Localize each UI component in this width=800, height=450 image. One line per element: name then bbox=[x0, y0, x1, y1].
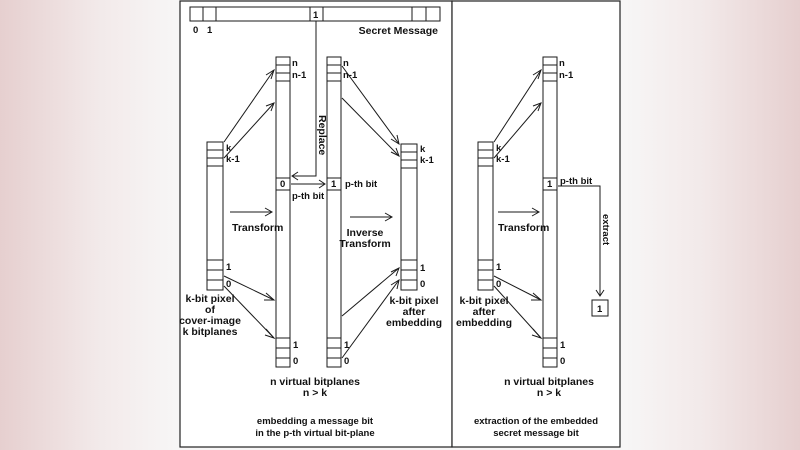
virtual-label-n: n bbox=[292, 58, 298, 69]
secret-message-bar: 1 0 1 Secret Message bbox=[189, 6, 441, 37]
result-label-k-1: k-1 bbox=[420, 155, 434, 166]
stego-label-k: k bbox=[496, 143, 502, 154]
secret-bit-value: 1 bbox=[313, 10, 319, 21]
embedded-label-n: n bbox=[343, 58, 349, 69]
extract-virtual-label-n-1: n-1 bbox=[559, 70, 574, 81]
svg-text:k-bit pixel: k-bit pixel bbox=[459, 295, 508, 307]
stego-label-k-1: k-1 bbox=[496, 154, 510, 165]
embedding-virtual-caption-2: n > k bbox=[303, 387, 327, 399]
virtual-label-n-1: n-1 bbox=[292, 70, 307, 81]
extraction-arrows bbox=[493, 68, 605, 340]
result-label-1: 1 bbox=[420, 263, 426, 274]
extraction-virtual-caption-1: n virtual bitplanes bbox=[504, 376, 594, 388]
svg-text:k bitplanes: k bitplanes bbox=[183, 326, 238, 338]
result-label-0: 0 bbox=[420, 279, 425, 290]
svg-text:embedding: embedding bbox=[456, 317, 512, 329]
secret-message-label: Secret Message bbox=[359, 25, 439, 37]
embedding-virtual-caption-1: n virtual bitplanes bbox=[270, 376, 360, 388]
svg-text:after: after bbox=[403, 306, 426, 318]
transform-label-extraction: Transform bbox=[498, 222, 549, 234]
stego-label-1: 1 bbox=[496, 262, 502, 273]
result-label-k: k bbox=[420, 144, 426, 155]
extract-p-bit-value: 1 bbox=[547, 179, 553, 190]
embedding-arrows bbox=[223, 21, 400, 359]
svg-text:cover-image: cover-image bbox=[179, 315, 241, 327]
embedded-label-1: 1 bbox=[344, 340, 350, 351]
cover-image-column: k k-1 1 0 bbox=[206, 141, 240, 291]
replace-label: Replace bbox=[316, 115, 328, 155]
cover-label-0: 0 bbox=[226, 279, 231, 290]
extract-virtual-label-0: 0 bbox=[560, 356, 565, 367]
extraction-panel-caption-2: secret message bit bbox=[493, 428, 579, 439]
virtual-p-bit-value: 0 bbox=[280, 179, 285, 190]
virtual-label-1: 1 bbox=[293, 340, 299, 351]
svg-text:after: after bbox=[473, 306, 496, 318]
svg-text:embedding: embedding bbox=[386, 317, 442, 329]
stego-caption: k-bit pixel after embedding bbox=[456, 295, 512, 329]
extract-p-bit-label: p-th bit bbox=[560, 176, 593, 187]
cover-label-k: k bbox=[226, 143, 232, 154]
extracted-bit-box: 1 bbox=[591, 299, 609, 317]
embedded-p-bit-value: 1 bbox=[331, 179, 337, 190]
embedded-label-n-1: n-1 bbox=[343, 70, 358, 81]
extract-virtual-label-1: 1 bbox=[560, 340, 566, 351]
virtual-label-0: 0 bbox=[293, 356, 298, 367]
extraction-virtual-column: n n-1 1 p-th bit 1 0 bbox=[542, 56, 593, 368]
embedding-panel-caption-2: in the p-th virtual bit-plane bbox=[255, 428, 374, 439]
extraction-panel-caption-1: extraction of the embedded bbox=[474, 416, 598, 427]
extract-virtual-label-n: n bbox=[559, 58, 565, 69]
transform-label-embedding: Transform bbox=[232, 222, 283, 234]
message-index-1: 1 bbox=[207, 25, 213, 36]
svg-text:1: 1 bbox=[597, 304, 603, 315]
extract-label: extract bbox=[600, 214, 611, 246]
inverse-transform-label-2: Transform bbox=[339, 238, 390, 250]
result-pixel-column: k k-1 1 0 bbox=[400, 143, 434, 291]
cover-label-k-1: k-1 bbox=[226, 154, 240, 165]
virtual-bitplanes-column: n n-1 0 p-th bit 1 0 bbox=[275, 56, 325, 368]
embedded-bitplanes-column: n n-1 1 p-th bit 1 0 bbox=[326, 56, 378, 368]
svg-text:k-bit pixel: k-bit pixel bbox=[185, 293, 234, 305]
svg-text:k-bit pixel: k-bit pixel bbox=[389, 295, 438, 307]
virtual-p-bit-label: p-th bit bbox=[292, 191, 325, 202]
stego-label-0: 0 bbox=[496, 279, 501, 290]
message-index-0: 0 bbox=[193, 25, 198, 36]
svg-text:of: of bbox=[205, 304, 215, 316]
stego-pixel-column: k k-1 1 0 bbox=[477, 141, 510, 291]
cover-label-1: 1 bbox=[226, 262, 232, 273]
extraction-virtual-caption-2: n > k bbox=[537, 387, 561, 399]
embedded-label-0: 0 bbox=[344, 356, 349, 367]
result-caption: k-bit pixel after embedding bbox=[386, 295, 442, 329]
embedded-p-bit-label: p-th bit bbox=[345, 179, 378, 190]
inverse-transform-label-1: Inverse bbox=[347, 227, 384, 239]
embedding-panel-caption-1: embedding a message bit bbox=[257, 416, 374, 427]
cover-caption: k-bit pixel of cover-image k bitplanes bbox=[179, 293, 241, 338]
